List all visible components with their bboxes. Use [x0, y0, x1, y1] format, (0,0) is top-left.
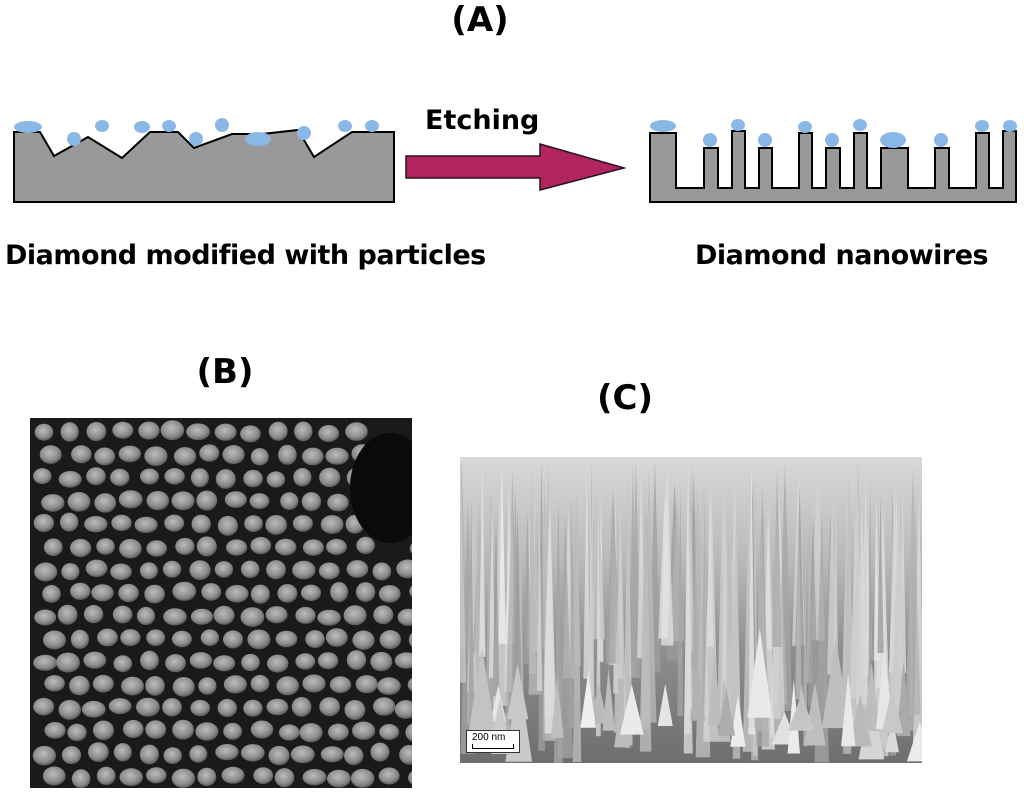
diamond-nanowires-schematic: [649, 119, 1017, 203]
nanowire-substrate: [649, 130, 1017, 203]
scale-bar: 200 nm: [466, 730, 520, 753]
left-caption: Diamond modified with particles: [5, 240, 486, 271]
panel-b-label: (B): [196, 352, 254, 392]
nanowire-particles: [650, 119, 1017, 148]
particles: [14, 118, 379, 146]
diamond-with-particles-schematic: [13, 118, 395, 203]
panel-a-label: (A): [451, 0, 509, 40]
right-caption: Diamond nanowires: [695, 240, 989, 271]
panel-c-label: (C): [596, 378, 654, 418]
etching-arrow: [405, 143, 627, 191]
scale-bar-label: 200 nm: [472, 732, 506, 743]
etching-label: Etching: [425, 105, 540, 136]
sem-image-tilted-view: 200 nm: [460, 457, 922, 763]
sem-image-top-view: [30, 418, 412, 788]
